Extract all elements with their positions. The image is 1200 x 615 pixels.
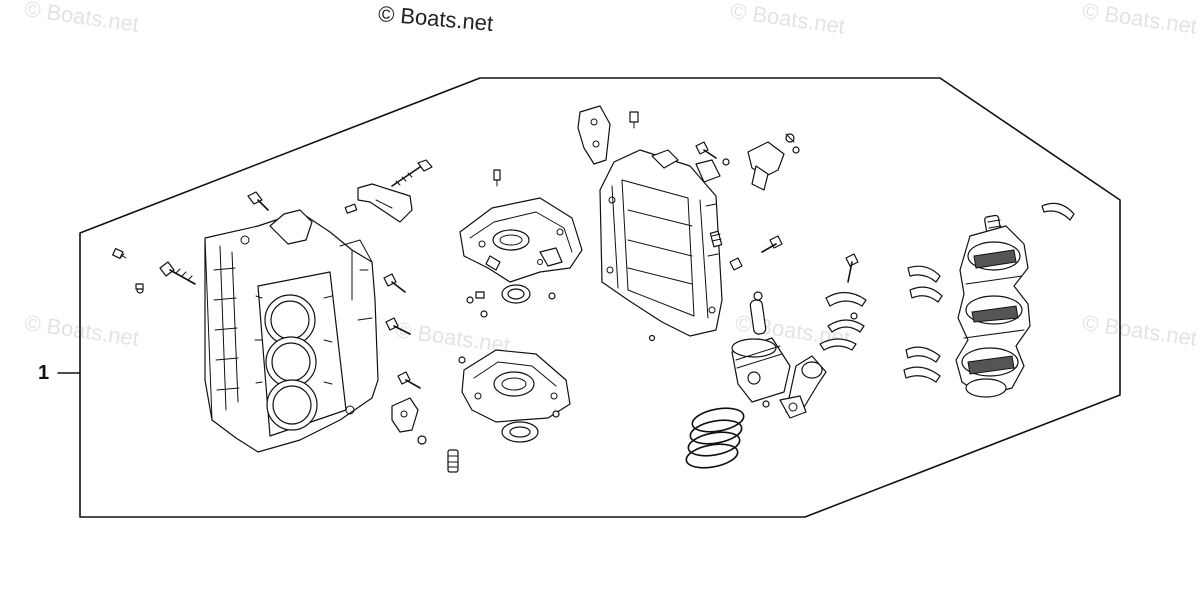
- connecting-rod-bearings: [819, 253, 867, 351]
- main-bearings: [903, 202, 1075, 383]
- crankcase-fittings: [648, 230, 783, 342]
- block-bolts: [112, 159, 433, 389]
- oil-pump-cover: [459, 169, 583, 318]
- small-bracket: [391, 397, 459, 473]
- engine-hanger: [577, 105, 730, 166]
- connecting-rod: [779, 355, 827, 419]
- crankcase: [599, 149, 723, 337]
- piston-rings: [685, 407, 745, 469]
- cylinder-block: [204, 209, 379, 453]
- seal-housing: [458, 349, 571, 443]
- assembly-outline: [79, 77, 1121, 518]
- callout-label-1: 1: [38, 362, 50, 384]
- water-fitting: [747, 133, 800, 191]
- crankshaft: [955, 214, 1031, 398]
- bearing-cap-bracket: [344, 183, 413, 223]
- piston: [731, 291, 791, 408]
